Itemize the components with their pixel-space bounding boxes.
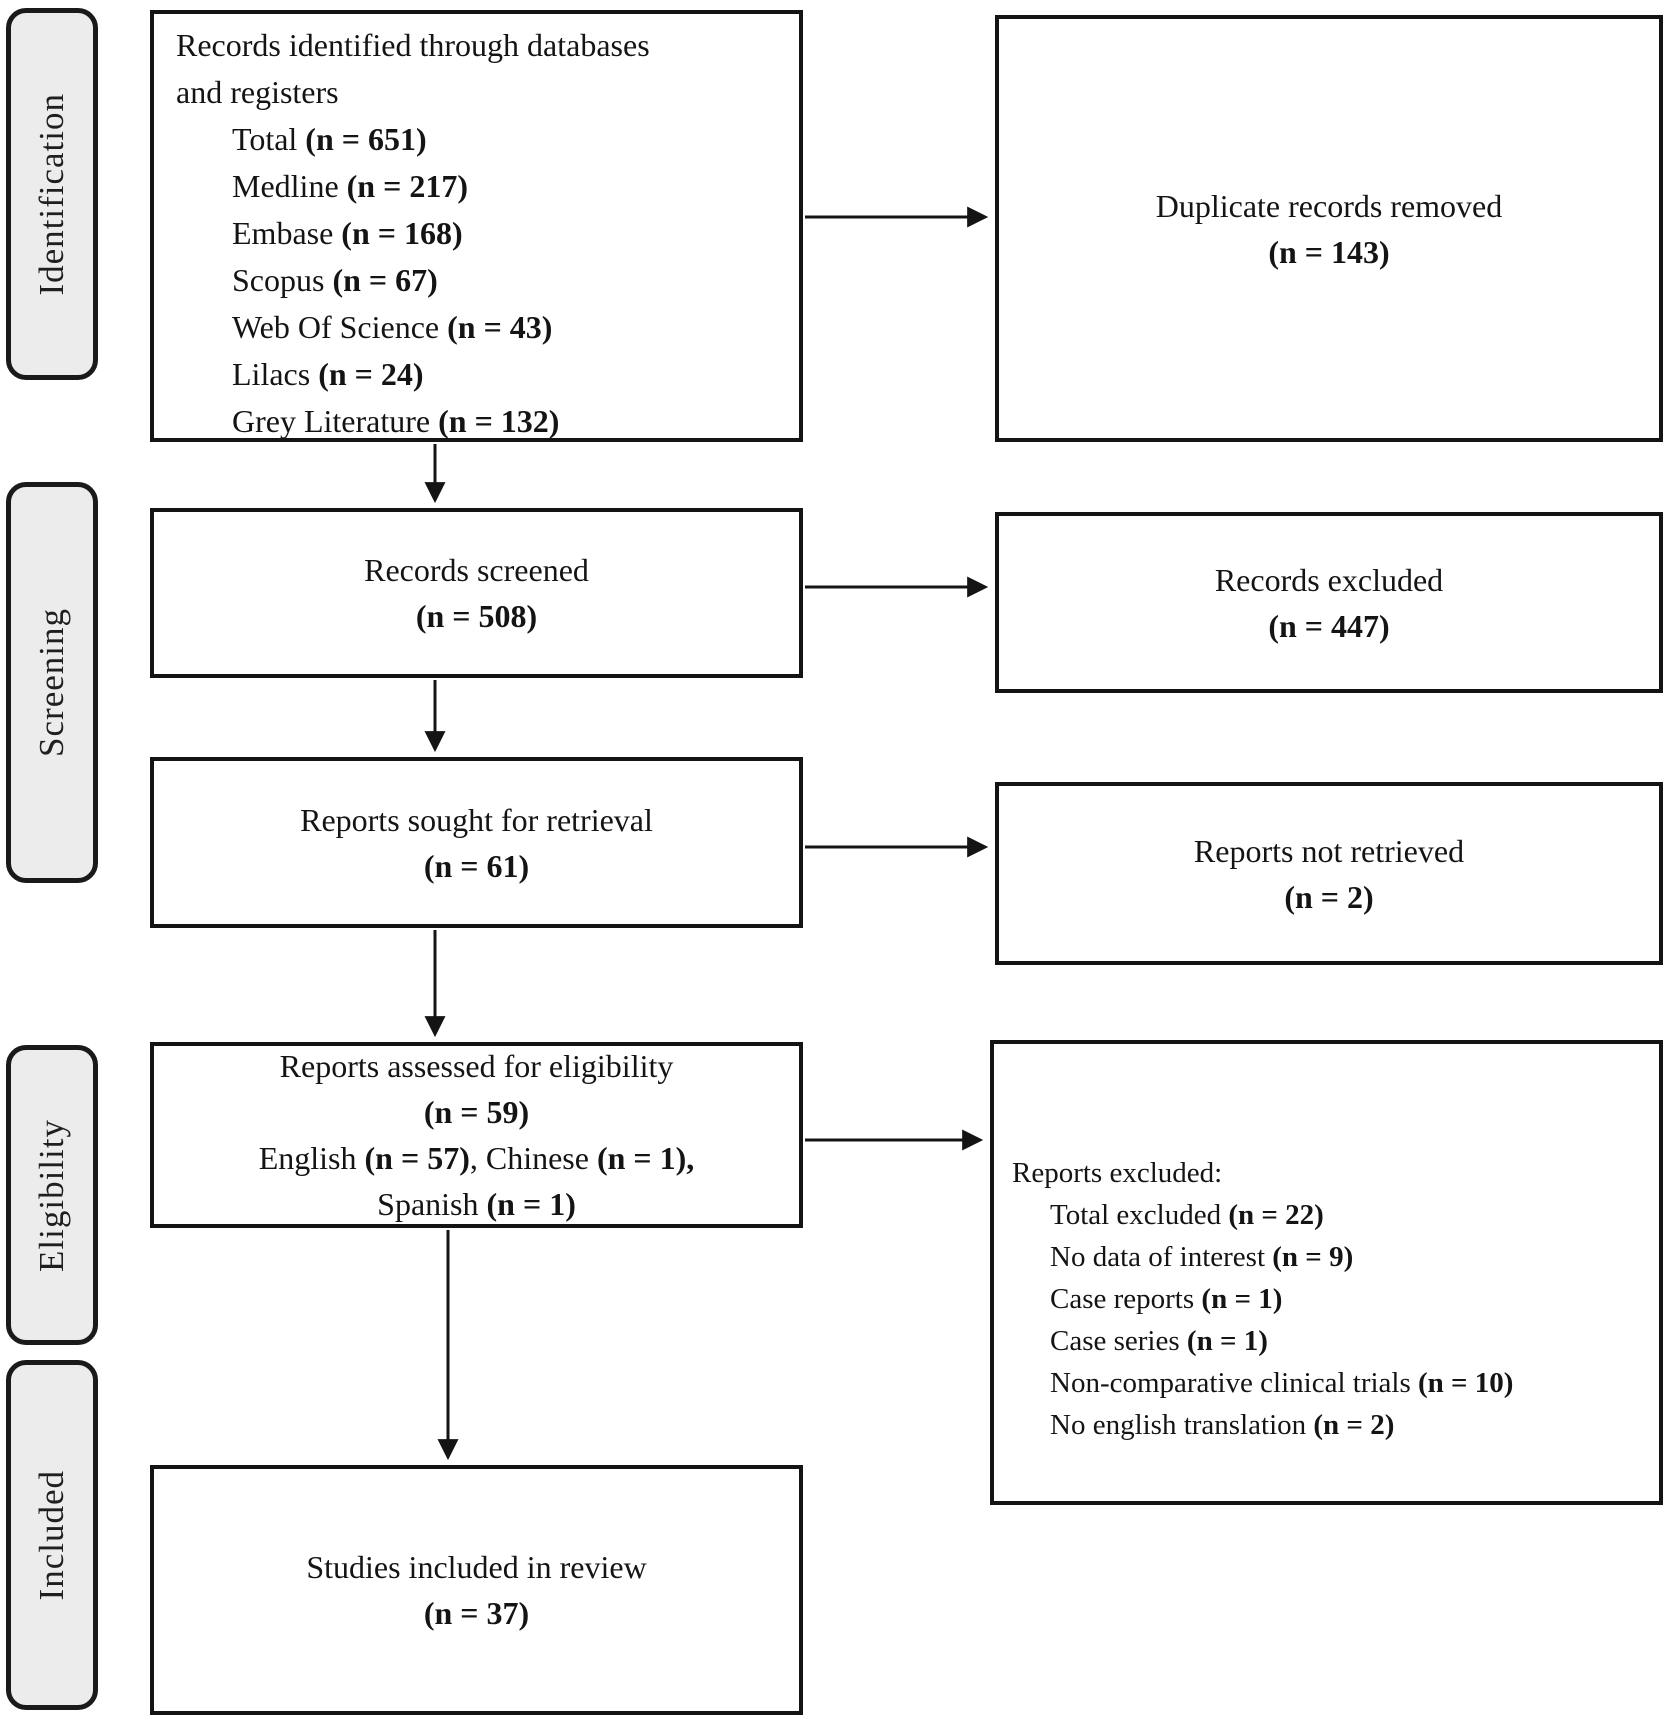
stage-identification: Identification	[6, 8, 98, 380]
box-text: Reports sought for retrieval	[300, 801, 653, 838]
count-value: (n = 217)	[346, 168, 468, 204]
stage-label: Eligibility	[32, 1118, 71, 1272]
count-value: (n = 168)	[341, 215, 463, 251]
count-value: (n = 1)	[1186, 1325, 1268, 1357]
count-value: (n = 61)	[423, 847, 530, 884]
box-reports-excluded: Reports excluded: Total excluded (n = 22…	[990, 1040, 1663, 1505]
languages-line1: English (n = 57), Chinese (n = 1),	[258, 1140, 695, 1176]
count-value: (n = 43)	[447, 309, 553, 345]
count-value: (n = 1)	[1201, 1283, 1283, 1315]
count-value: (n = 9)	[1272, 1241, 1354, 1273]
source-row-embase: Embase (n = 168)	[232, 215, 463, 251]
count-value: (n = 1)	[486, 1186, 576, 1222]
box-text: Records excluded	[1214, 561, 1444, 598]
count-value: (n = 57)	[364, 1140, 470, 1176]
box-text: Reports not retrieved	[1193, 832, 1465, 869]
box-records-identified: Records identified through databases and…	[150, 10, 803, 442]
count-value: (n = 24)	[318, 356, 424, 392]
count-value: (n = 67)	[332, 262, 438, 298]
source-row-grey-literature: Grey Literature (n = 132)	[232, 403, 560, 439]
box-title: Reports excluded:	[1012, 1157, 1223, 1189]
box-title-line1: Records identified through databases	[176, 27, 650, 63]
count-value: (n = 447)	[1268, 607, 1390, 644]
excluded-row-case-reports: Case reports (n = 1)	[1050, 1283, 1283, 1315]
stage-label: Screening	[32, 608, 71, 757]
stage-included: Included	[6, 1360, 98, 1710]
count-value: (n = 2)	[1284, 878, 1374, 915]
box-reports-sought: Reports sought for retrieval (n = 61)	[150, 757, 803, 928]
box-records-screened: Records screened (n = 508)	[150, 508, 803, 678]
stage-screening: Screening	[6, 482, 98, 883]
source-row-lilacs: Lilacs (n = 24)	[232, 356, 424, 392]
box-studies-included: Studies included in review (n = 37)	[150, 1465, 803, 1715]
source-row-scopus: Scopus (n = 67)	[232, 262, 438, 298]
box-text: Records screened	[364, 552, 589, 588]
count-value: (n = 132)	[438, 403, 560, 439]
box-text: Studies included in review	[306, 1549, 647, 1585]
count-value: (n = 651)	[305, 121, 427, 157]
languages-line2: Spanish (n = 1)	[377, 1186, 576, 1222]
box-title-line2: and registers	[176, 74, 339, 110]
count-value: (n = 37)	[423, 1595, 530, 1631]
source-row-web-of-science: Web Of Science (n = 43)	[232, 309, 553, 345]
box-reports-not-retrieved: Reports not retrieved (n = 2)	[995, 782, 1663, 965]
excluded-row-non-comparative: Non-comparative clinical trials (n = 10)	[1050, 1367, 1514, 1399]
excluded-row-no-translation: No english translation (n = 2)	[1050, 1409, 1395, 1441]
stage-label: Included	[32, 1469, 71, 1601]
count-value: (n = 10)	[1418, 1367, 1514, 1399]
box-text: Duplicate records removed	[1155, 187, 1503, 224]
excluded-row-no-data: No data of interest (n = 9)	[1050, 1241, 1354, 1273]
stage-label: Identification	[32, 92, 71, 296]
box-duplicates-removed: Duplicate records removed (n = 143)	[995, 15, 1663, 442]
box-records-excluded: Records excluded (n = 447)	[995, 512, 1663, 693]
box-text: Reports assessed for eligibility	[279, 1048, 674, 1084]
count-value: (n = 2)	[1313, 1409, 1395, 1441]
box-reports-assessed: Reports assessed for eligibility (n = 59…	[150, 1042, 803, 1228]
excluded-row-total: Total excluded (n = 22)	[1050, 1199, 1324, 1231]
count-value: (n = 508)	[415, 598, 538, 634]
count-value: (n = 143)	[1268, 233, 1390, 270]
source-row-medline: Medline (n = 217)	[232, 168, 468, 204]
count-value: (n = 59)	[423, 1094, 530, 1130]
count-value: (n = 1),	[596, 1140, 695, 1176]
excluded-row-case-series: Case series (n = 1)	[1050, 1325, 1268, 1357]
source-row-total: Total (n = 651)	[232, 121, 427, 157]
count-value: (n = 22)	[1228, 1199, 1324, 1231]
stage-eligibility: Eligibility	[6, 1045, 98, 1345]
